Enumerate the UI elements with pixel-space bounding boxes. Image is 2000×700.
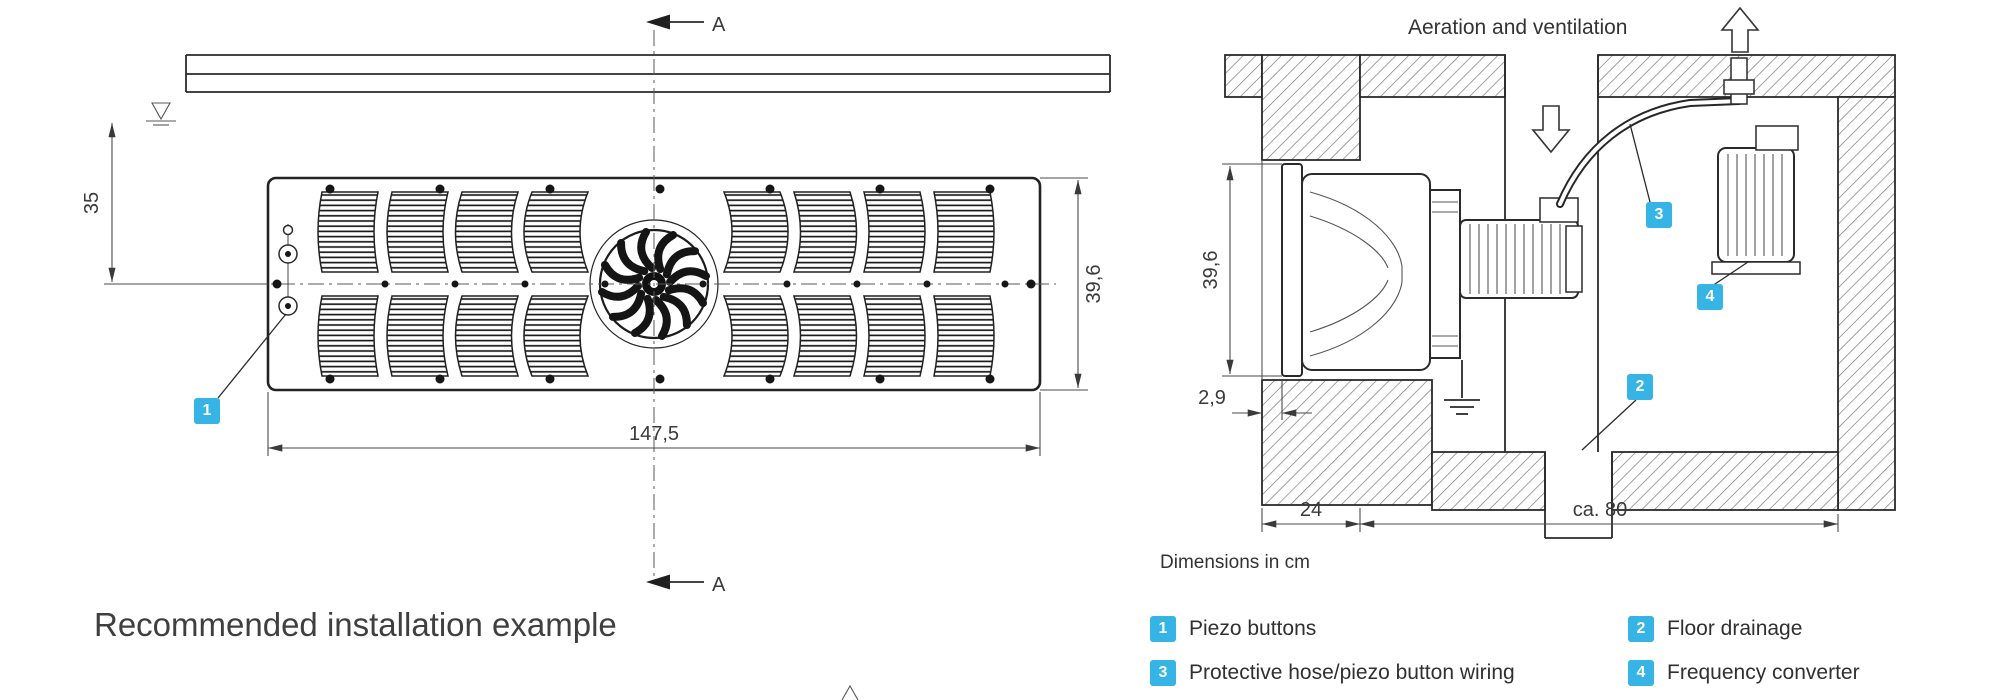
dim-396-left-label: 39,6	[1083, 265, 1105, 304]
unit-housing	[1301, 173, 1431, 371]
dim-width: 147,5	[267, 392, 1041, 456]
dim-bottom: 24 ca. 80	[1261, 499, 1839, 532]
converter-terminal-box	[1755, 125, 1799, 151]
water-level-icon	[146, 102, 176, 126]
masonry-wall-right	[1837, 96, 1896, 511]
section-view-diagram: 39,6 2,9 24 ca. 80	[1198, 6, 1896, 539]
pool-deck-lines	[185, 54, 1111, 93]
section-marker-bottom: A	[646, 574, 726, 596]
hose-fitting-nut	[1723, 79, 1755, 95]
floor-drain	[1544, 452, 1613, 539]
piezo-buttons	[278, 224, 298, 316]
legend-item-2: 2 Floor drainage	[1628, 616, 1802, 642]
dimensions-unit-note: Dimensions in cm	[1160, 552, 1310, 573]
dim-recess: 2,9	[1198, 380, 1312, 420]
callout-1-leader	[217, 313, 287, 399]
cropped-arrow-tip	[841, 684, 859, 700]
pump-unit	[1281, 163, 1583, 377]
section-letter-top: A	[712, 14, 726, 36]
dim-height-right: 39,6	[1200, 163, 1282, 377]
unit-faceplate	[1281, 163, 1303, 377]
legend-badge-4: 4	[1628, 660, 1654, 686]
frequency-converter	[1711, 125, 1801, 275]
dim-29-label: 2,9	[1198, 387, 1226, 409]
dim-water-to-center: 35	[81, 123, 268, 285]
legend-item-4: 4 Frequency converter	[1628, 660, 1860, 686]
aeration-label: Aeration and ventilation	[1408, 16, 1628, 39]
section-letter-bottom: A	[712, 574, 726, 596]
masonry-wall-left-upper	[1261, 54, 1361, 161]
ceiling-band-left	[1359, 54, 1506, 98]
dim-ca80-label: ca. 80	[1573, 499, 1627, 521]
floor-left-of-drain	[1431, 451, 1546, 511]
legend-label-3: Protective hose/piezo button wiring	[1189, 661, 1515, 684]
legend-badge-3: 3	[1150, 660, 1176, 686]
legend-label-1: Piezo buttons	[1189, 617, 1317, 640]
ground-icon	[1444, 360, 1480, 415]
callout-1-piezo: 1	[194, 398, 220, 424]
legend-label-2: Floor drainage	[1667, 617, 1803, 640]
callout-2-leader	[1581, 399, 1637, 451]
converter-foot	[1711, 261, 1801, 275]
legend-item-3: 3 Protective hose/piezo button wiring	[1150, 660, 1515, 686]
dim-1475-label: 147,5	[629, 423, 679, 445]
legend-item-1: 1 Piezo buttons	[1150, 616, 1316, 642]
dim-396-right-label: 39,6	[1200, 251, 1222, 290]
callout-4-converter: 4	[1697, 284, 1723, 310]
callout-3-hose: 3	[1646, 202, 1672, 228]
screws	[272, 184, 1036, 384]
grille-segments	[317, 191, 995, 377]
floor-right-of-drain	[1611, 451, 1839, 511]
motor-end-cap	[1565, 225, 1583, 293]
legend-label-4: Frequency converter	[1667, 661, 1860, 684]
masonry-structure	[1224, 54, 1896, 511]
masonry-wall-left-lower	[1261, 379, 1433, 506]
callout-4-leader	[1711, 261, 1749, 287]
section-marker-top: A	[646, 14, 726, 36]
legend-badge-1: 1	[1150, 616, 1176, 642]
flange	[1429, 189, 1461, 359]
deck-cap	[1224, 54, 1263, 98]
dim-35-label: 35	[81, 192, 103, 214]
protective-hose	[1556, 57, 1755, 208]
front-view-diagram: 35 39,6 147,5 A A	[81, 14, 1111, 700]
callout-3-leader	[1629, 123, 1651, 203]
callout-2-drain: 2	[1627, 374, 1653, 400]
motor-fins	[1469, 224, 1561, 294]
dim-height-left: 39,6	[1040, 177, 1105, 391]
up-arrow-icon	[1720, 6, 1760, 53]
center-lines	[250, 30, 1056, 578]
diagram-caption: Recommended installation example	[94, 606, 617, 643]
down-arrow-icon	[1531, 105, 1571, 154]
dim-24-label: 24	[1300, 499, 1322, 521]
legend-badge-2: 2	[1628, 616, 1654, 642]
